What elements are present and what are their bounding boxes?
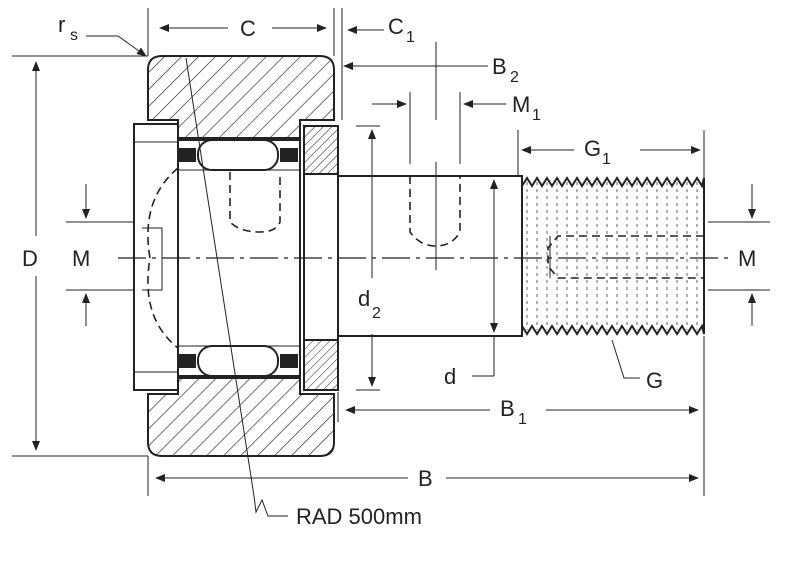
label-d2-sub: 2: [372, 305, 381, 322]
label-G1: G: [584, 136, 601, 161]
label-M-right: M: [738, 246, 756, 271]
side-washer: [303, 125, 339, 391]
outer-ring-top: [147, 55, 335, 139]
label-M1: M: [512, 92, 530, 117]
label-rad: RAD 500mm: [296, 504, 422, 529]
label-G1-sub: 1: [602, 151, 611, 168]
label-d2: d: [358, 286, 370, 311]
label-d: d: [444, 364, 456, 389]
roller-bottom: [197, 345, 279, 377]
label-B2: B: [492, 54, 507, 79]
roller-cage-bottom-left: [178, 354, 196, 368]
label-C1: C: [388, 14, 404, 39]
washer-top: [303, 125, 339, 175]
label-M1-sub: 1: [532, 107, 541, 124]
label-rs-sub: s: [70, 27, 78, 44]
label-B1-sub: 1: [518, 411, 527, 428]
label-C: C: [240, 16, 256, 41]
roller-cage-top-left: [178, 148, 196, 162]
label-D: D: [22, 246, 38, 271]
label-B2-sub: 2: [510, 69, 519, 86]
labels: r s C C 1 B 2 M 1 G 1 D M M d 2 d G B 1 …: [22, 12, 756, 529]
dimension-lines: [12, 8, 770, 517]
outer-ring-bottom: [147, 377, 335, 457]
label-C1-sub: 1: [406, 29, 415, 46]
roller-cage-bottom-right: [280, 354, 298, 368]
needle-rollers: [178, 139, 298, 377]
label-rs: r: [58, 12, 65, 37]
outer-ring: [147, 55, 335, 457]
stud-head: [133, 123, 179, 391]
label-G: G: [646, 368, 663, 393]
label-M-left: M: [72, 246, 90, 271]
roller-cage-top-right: [280, 148, 298, 162]
washer-bottom: [303, 339, 339, 391]
label-B: B: [418, 466, 433, 491]
label-B1: B: [500, 396, 515, 421]
roller-top: [197, 139, 279, 171]
thread-section: [521, 176, 705, 336]
